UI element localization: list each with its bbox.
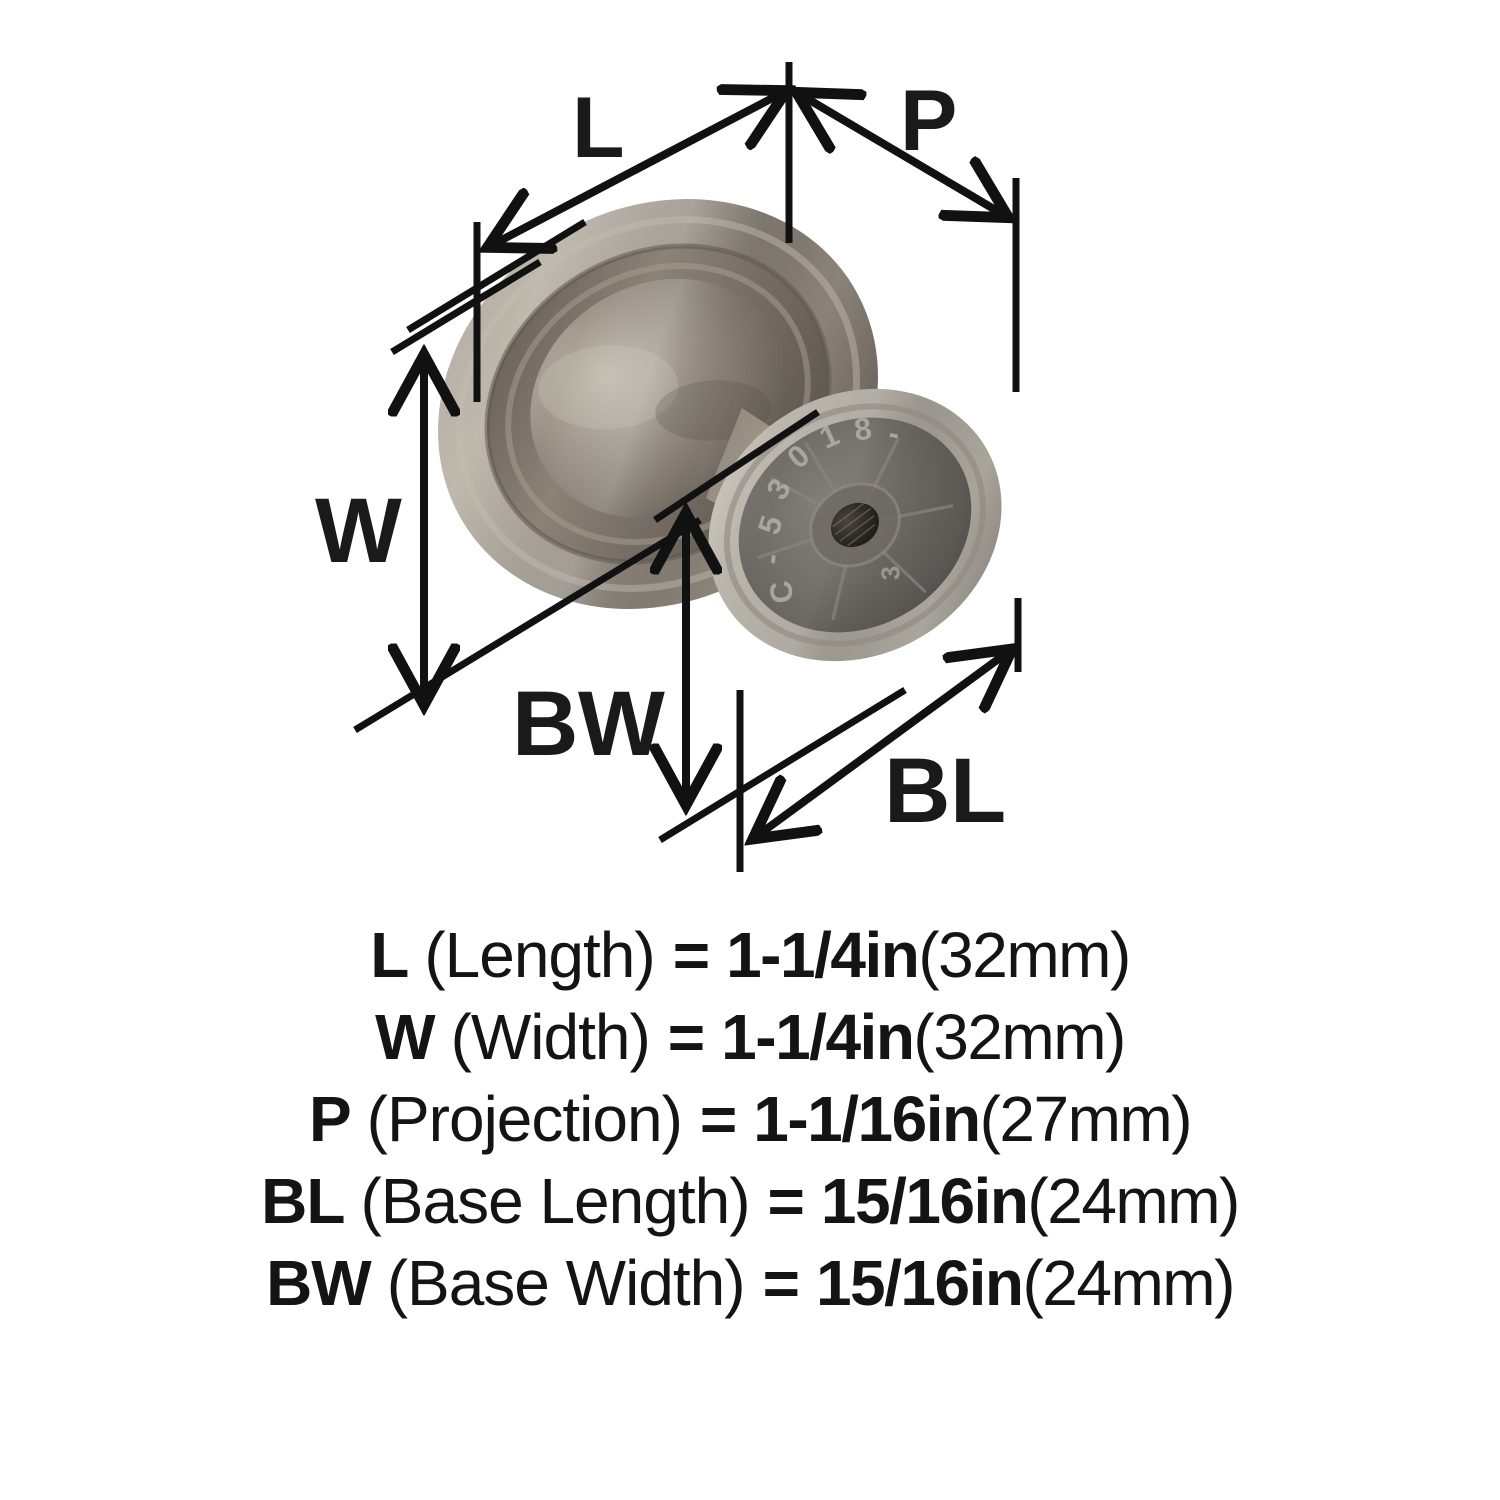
spec-code: L bbox=[370, 919, 409, 991]
spec-code: BL bbox=[261, 1165, 345, 1237]
spec-metric: (24mm) bbox=[1027, 1165, 1240, 1237]
spec-imperial: 1-1/4in bbox=[721, 1001, 915, 1073]
spec-imperial: 1-1/4in bbox=[726, 919, 920, 991]
dimension-line-base-length bbox=[736, 598, 1022, 872]
spec-row-base-length: BL (Base Length) = 15/16in (24mm) bbox=[0, 1164, 1500, 1246]
spec-metric: (27mm) bbox=[979, 1083, 1193, 1155]
spec-name: (Base Length) bbox=[360, 1165, 750, 1237]
spec-code: P bbox=[308, 1083, 352, 1155]
spec-equals: = bbox=[762, 1247, 800, 1319]
spec-name: (Base Width) bbox=[386, 1247, 746, 1319]
spec-equals: = bbox=[667, 1001, 706, 1073]
dimension-label-base-width: BW bbox=[512, 673, 665, 775]
spec-equals: = bbox=[699, 1083, 738, 1155]
spec-name: (Length) bbox=[424, 919, 655, 991]
svg-text:8: 8 bbox=[852, 411, 873, 448]
spec-metric: (32mm) bbox=[918, 919, 1131, 991]
spec-row-base-width: BW (Base Width) = 15/16in (24mm) bbox=[0, 1246, 1500, 1328]
spec-metric: (24mm) bbox=[1022, 1247, 1235, 1319]
spec-code: W bbox=[375, 1001, 435, 1073]
spec-equals: = bbox=[672, 919, 711, 991]
dimension-line-projection bbox=[801, 95, 1020, 392]
spec-row-length: L (Length) = 1-1/4in (32mm) bbox=[0, 918, 1500, 1000]
dimension-label-base-length: BL bbox=[884, 740, 1006, 842]
dimension-label-width: W bbox=[315, 480, 402, 582]
dimension-label-length: L bbox=[572, 80, 625, 176]
spec-imperial: 15/16in bbox=[815, 1247, 1024, 1319]
product-illustration: C - 5 3 0 1 8 - 3 bbox=[315, 62, 1022, 872]
knob-base-plate: C - 5 3 0 1 8 - 3 bbox=[708, 388, 1002, 662]
spec-name: (Width) bbox=[450, 1001, 651, 1073]
dimension-label-projection: P bbox=[900, 73, 957, 169]
spec-imperial: 1-1/16in bbox=[753, 1083, 981, 1155]
specification-list: L (Length) = 1-1/4in (32mm) W (Width) = … bbox=[0, 918, 1500, 1328]
spec-code: BW bbox=[266, 1247, 372, 1319]
base-emboss-suffix: 3 bbox=[875, 565, 906, 581]
svg-text:-: - bbox=[753, 553, 789, 566]
spec-metric: (32mm) bbox=[913, 1001, 1126, 1073]
dimension-line-width bbox=[353, 259, 702, 733]
spec-row-width: W (Width) = 1-1/4in (32mm) bbox=[0, 1000, 1500, 1082]
spec-equals: = bbox=[767, 1165, 805, 1237]
spec-row-projection: P (Projection) = 1-1/16in (27mm) bbox=[0, 1082, 1500, 1164]
dimension-lines bbox=[353, 62, 1022, 872]
spec-name: (Projection) bbox=[366, 1083, 683, 1155]
spec-imperial: 15/16in bbox=[820, 1165, 1029, 1237]
svg-text:C: C bbox=[762, 578, 800, 606]
